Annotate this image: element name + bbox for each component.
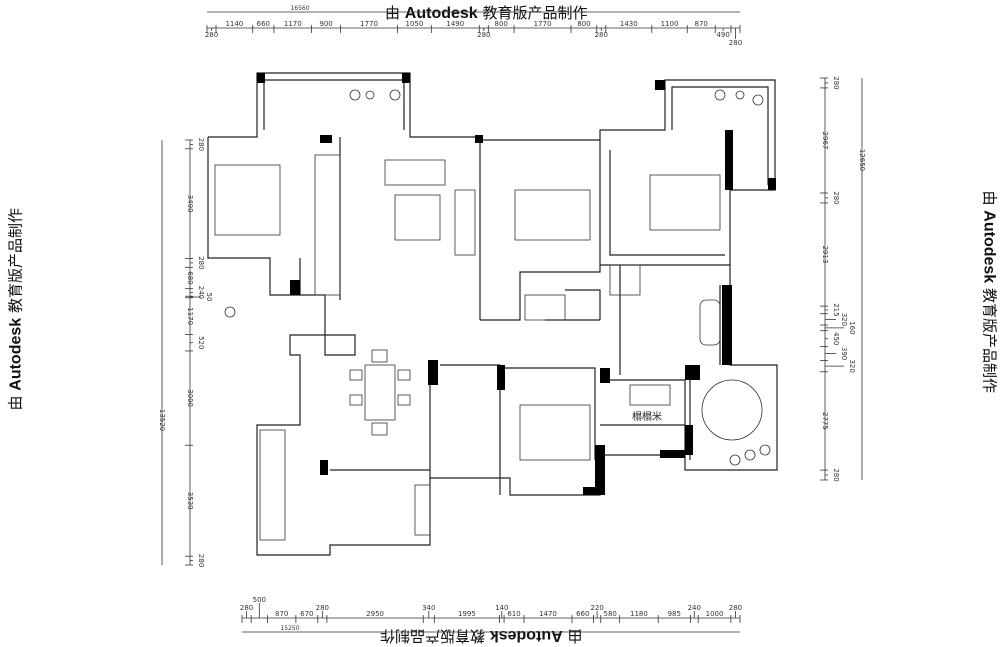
bottom-dim-label: 660 <box>576 610 589 618</box>
dimension-lines: 280 1140 660 1170 900 1770 1050 1490 280 800 1770 8… <box>158 5 866 633</box>
right-dim-label: 280 <box>832 468 840 481</box>
left-dim-label: 680 <box>186 271 194 284</box>
left-dim-label: 3490 <box>186 195 194 213</box>
bottom-dim-label: 1995 <box>458 610 476 618</box>
right-dim-label: 160 <box>848 321 856 334</box>
left-dim-label: 3530 <box>186 492 194 510</box>
bottom-dim-label: 240 <box>688 604 701 612</box>
bed-lower <box>519 404 591 461</box>
bottom-dim-label: 1000 <box>706 610 724 618</box>
right-dim-label: 320 <box>840 313 848 326</box>
watermark-suffix: 教育版产品制作 <box>477 4 588 22</box>
right-dim-label: 280 <box>832 191 840 204</box>
bottom-dim-label: 670 <box>300 610 313 618</box>
right-dim-label: 2775 <box>821 412 829 430</box>
top-dim-label: 660 <box>257 20 270 28</box>
top-dim-label: 490 <box>716 31 729 39</box>
top-dim-label: 1770 <box>534 20 552 28</box>
left-dim-label: 280 <box>197 554 205 567</box>
bed-left <box>214 164 281 236</box>
sofa-side <box>454 189 476 256</box>
round-rug <box>701 379 763 441</box>
top-dim-label: 1490 <box>446 20 464 28</box>
top-dim-label: 1100 <box>661 20 679 28</box>
bottom-dim-label: 220 <box>590 604 603 612</box>
watermark-top: 由 Autodesk 教育版产品制作 <box>385 2 587 23</box>
right-dim-label: 280 <box>832 76 840 89</box>
right-dim-label: 320 <box>848 359 856 372</box>
top-dim-label: 800 <box>494 20 507 28</box>
outer-wall <box>207 72 778 556</box>
bottom-dim-label: 280 <box>240 604 253 612</box>
bottom-dim-label: 1470 <box>539 610 557 618</box>
dining-table <box>364 364 396 421</box>
bottom-dim-label: 870 <box>275 610 288 618</box>
coffee-table <box>394 194 441 241</box>
right-dim-label: 2913 <box>821 246 829 264</box>
top-dim-label: 1140 <box>225 20 243 28</box>
left-dim-label: 3000 <box>186 389 194 407</box>
left-dim-label: 520 <box>197 336 205 349</box>
kitchen-counter <box>259 429 286 541</box>
bottom-dim-label: 500 <box>253 596 266 604</box>
walls <box>207 72 778 556</box>
top-dim-label: 1170 <box>284 20 302 28</box>
wall-columns <box>257 73 776 495</box>
bottom-dim-label: 2950 <box>366 610 384 618</box>
right-dim-label: 2967 <box>821 132 829 150</box>
top-dim-label: 870 <box>695 20 708 28</box>
bathtub <box>699 299 721 346</box>
bottom-dim-label: 340 <box>422 604 435 612</box>
bottom-dim-total: 15250 <box>280 625 299 632</box>
inner-wall <box>264 79 405 130</box>
top-dim-total: 16560 <box>290 5 309 12</box>
furniture <box>214 154 763 541</box>
top-dim-label: 280 <box>595 31 608 39</box>
sofa <box>384 159 446 186</box>
bottom-dim-label: 985 <box>668 610 681 618</box>
left-dim-label: 1170 <box>186 307 194 325</box>
top-dim-label: 1430 <box>620 20 638 28</box>
bottom-dim-label: 280 <box>729 604 742 612</box>
left-dim-label: 240 <box>197 286 205 299</box>
top-dim-label: 1050 <box>406 20 424 28</box>
bed-master <box>514 189 591 241</box>
bottom-dim-label: 610 <box>507 610 520 618</box>
watermark-prefix: 由 <box>385 4 405 22</box>
right-dim-label: 450 <box>832 332 840 345</box>
left-dim-label: 280 <box>197 138 205 151</box>
top-dim-label: 800 <box>577 20 590 28</box>
top-dim-label: 280 <box>477 31 490 39</box>
bed-right <box>649 174 721 231</box>
bottom-dim-label: 1180 <box>630 610 648 618</box>
bottom-dim-label: 280 <box>316 604 329 612</box>
bottom-dim-label: 140 <box>495 604 508 612</box>
left-dim-label: 50 <box>205 293 213 302</box>
right-dim-label: 215 <box>832 303 840 316</box>
top-dim-label: 280 <box>205 31 218 39</box>
inner-wall <box>671 86 769 185</box>
top-dim-label: 900 <box>319 20 332 28</box>
bottom-dim-label: 580 <box>604 610 617 618</box>
top-dim-label: 1770 <box>360 20 378 28</box>
left-dim-total: 13520 <box>158 409 166 431</box>
left-dim-label: 280 <box>197 256 205 269</box>
top-dim-label: 280 <box>729 39 742 47</box>
tree-symbols <box>224 89 771 466</box>
room-label-tatami: 榻榻米 <box>632 412 662 423</box>
right-dim-total: 12650 <box>858 149 866 171</box>
right-dim-label: 390 <box>840 347 848 360</box>
watermark-brand: Autodesk <box>404 5 478 22</box>
